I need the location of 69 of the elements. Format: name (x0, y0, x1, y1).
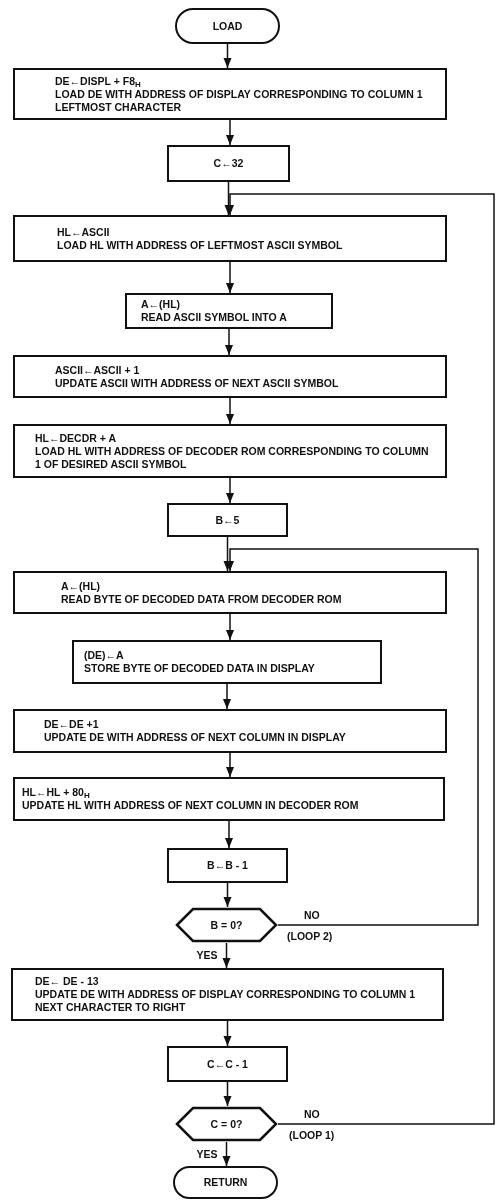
process-box (13, 355, 447, 398)
decision-hexagon (175, 1106, 278, 1142)
description-text: STORE BYTE OF DECODED DATA IN DISPLAY (84, 662, 316, 675)
loop-arrow (225, 548, 479, 926)
assignment-text: A←(HL) (61, 579, 102, 593)
description-text: LOAD HL WITH ADDRESS OF DECODER ROM CORRESPONDING TO COLUMN 1 OF DESIRED ASCII SYMBOL (35, 444, 430, 471)
terminal-box (173, 1166, 278, 1199)
terminal-box (175, 8, 280, 44)
assignment-text: A←(HL) (141, 298, 182, 311)
step-text: B←B - 1 (207, 859, 248, 872)
assignment-text: HL←ASCII (57, 225, 111, 239)
process-box (13, 68, 447, 120)
edge-label: YES (195, 1148, 219, 1160)
arrow (224, 328, 234, 356)
decision-hexagon (175, 907, 278, 943)
assignment-text: (DE)←A (84, 649, 125, 662)
edge-label: YES (195, 949, 219, 961)
step-text: LOAD (212, 19, 243, 33)
arrow (225, 119, 235, 146)
loop-label: (LOOP 1) (288, 1129, 336, 1141)
assignment-text: DE←DISPL + F8$_{H}$ (55, 74, 142, 88)
description-text: LOAD DE WITH ADDRESS OF DISPLAY CORRESPONDING TO COLUMN 1 LEFTMOST CHARACTER (55, 87, 424, 114)
assignment-text: HL←HL + 80$_{H}$ (22, 786, 91, 799)
process-box (167, 1046, 288, 1082)
arrow (223, 43, 232, 69)
arrow (222, 1141, 231, 1167)
arrow (222, 942, 231, 969)
process-box (125, 293, 333, 329)
step-text: B←5 (215, 513, 240, 527)
description-text: UPDATE DE WITH ADDRESS OF DISPLAY CORRESPONDING TO COLUMN 1 NEXT CHARACTER TO RIGHT (35, 988, 417, 1014)
process-box (11, 968, 444, 1021)
arrow (223, 536, 232, 572)
arrow (225, 752, 235, 778)
arrow (223, 882, 232, 908)
process-box (167, 848, 288, 883)
step-text: C←C - 1 (207, 1057, 248, 1071)
arrow (223, 1020, 232, 1047)
arrow (225, 397, 235, 425)
arrow (225, 613, 235, 641)
assignment-text: DE←DE +1 (44, 718, 100, 731)
arrow (222, 683, 232, 710)
arrow (225, 261, 235, 294)
arrow (224, 820, 234, 849)
process-box (13, 709, 447, 753)
description-text: UPDATE DE WITH ADDRESS OF NEXT COLUMN IN DISPLAY (44, 731, 347, 744)
step-text: RETURN (203, 1176, 248, 1189)
edge-label: NO (303, 909, 321, 921)
assignment-text: ASCII←ASCII + 1 (55, 363, 141, 377)
process-box (13, 571, 447, 614)
description-text: READ BYTE OF DECODED DATA FROM DECODER ROM (61, 592, 343, 606)
description-text: LOAD HL WITH ADDRESS OF LEFTMOST ASCII SYMBOL (57, 238, 344, 252)
description-text: UPDATE ASCII WITH ADDRESS OF NEXT ASCII SYMBOL (55, 376, 340, 390)
process-box (13, 424, 447, 478)
loop-label: (LOOP 2) (286, 930, 334, 942)
arrow (223, 1081, 232, 1107)
step-text: B = 0? (210, 918, 243, 932)
process-box (13, 215, 447, 262)
process-box (167, 145, 290, 182)
assignment-text: DE← DE - 13 (35, 975, 100, 988)
process-box (13, 777, 445, 821)
assignment-text: HL←DECDR + A (35, 431, 117, 445)
step-text: C←32 (213, 157, 244, 170)
description-text: READ ASCII SYMBOL INTO A (141, 311, 288, 324)
edge-label: NO (303, 1108, 321, 1120)
description-text: UPDATE HL WITH ADDRESS OF NEXT COLUMN IN DECODER ROM (22, 799, 360, 812)
process-box (72, 640, 382, 684)
process-box (167, 503, 288, 537)
arrow (225, 477, 235, 504)
step-text: C = 0? (210, 1117, 243, 1131)
